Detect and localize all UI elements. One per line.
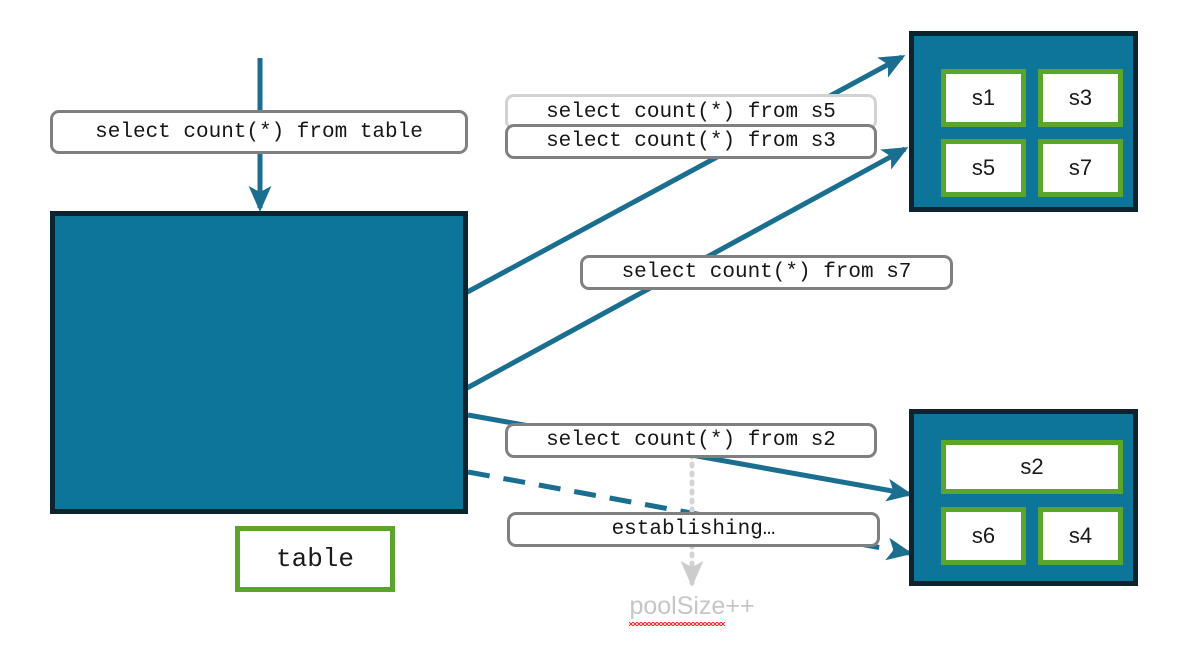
node-s4[interactable]: s4 [1038, 507, 1123, 565]
node-table[interactable]: table [235, 526, 395, 592]
poolsize-word: poolSize [629, 592, 726, 626]
query-label-s3[interactable]: select count(*) from s3 [505, 124, 877, 159]
node-s6[interactable]: s6 [941, 507, 1026, 565]
poolsize-annotation: poolSize++ [592, 592, 792, 626]
node-s3[interactable]: s3 [1038, 69, 1123, 127]
pool-bottom: s2 s6 s4 [909, 409, 1138, 586]
query-label-table[interactable]: select count(*) from table [50, 110, 468, 154]
node-s1[interactable]: s1 [941, 69, 1026, 127]
query-label-s7[interactable]: select count(*) from s7 [580, 255, 953, 290]
node-s7[interactable]: s7 [1038, 139, 1123, 197]
query-label-s2[interactable]: select count(*) from s2 [505, 423, 877, 458]
node-s5[interactable]: s5 [941, 139, 1026, 197]
status-label-establishing: establishing… [507, 512, 880, 547]
table-container: table [50, 211, 468, 592]
pool-top: s1 s3 s5 s7 [909, 31, 1138, 212]
node-s2[interactable]: s2 [941, 440, 1123, 494]
poolsize-suffix: ++ [725, 592, 755, 620]
